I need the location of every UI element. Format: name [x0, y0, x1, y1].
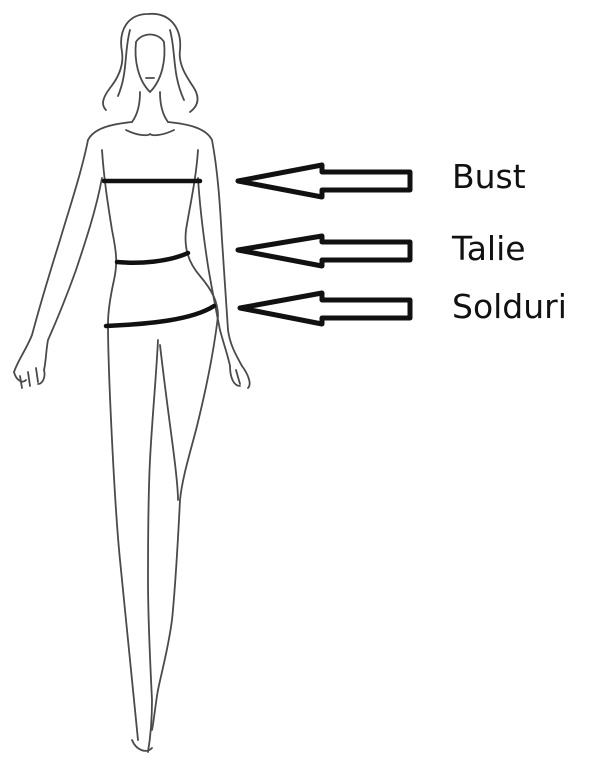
left-arm-inner	[44, 178, 102, 370]
torso-left	[102, 150, 116, 324]
neck	[132, 92, 168, 122]
left-leg-outer	[108, 324, 138, 740]
hips-arrow-icon	[240, 293, 410, 324]
right-hand	[230, 366, 250, 388]
waist-arrow-icon	[238, 236, 410, 266]
collarbone	[126, 130, 174, 135]
hips-measure-line	[106, 306, 214, 326]
waist-label: Talie	[452, 232, 526, 265]
hair-strands	[118, 30, 184, 100]
right-arm-inner	[198, 178, 230, 366]
bust-arrow-icon	[238, 165, 410, 197]
right-leg-outer	[158, 316, 218, 690]
left-arm-outer	[14, 140, 88, 372]
left-leg-inner	[148, 340, 158, 752]
female-figure-illustration	[14, 14, 250, 752]
left-hand	[14, 368, 45, 388]
hips-label: Solduri	[452, 290, 567, 323]
face-outline	[136, 35, 165, 93]
arrows	[238, 165, 410, 324]
right-leg-inner	[160, 345, 178, 500]
waist-measure-line	[117, 253, 188, 263]
shoulders	[88, 122, 212, 140]
bust-label: Bust	[452, 160, 526, 193]
measurement-lines	[104, 181, 214, 326]
